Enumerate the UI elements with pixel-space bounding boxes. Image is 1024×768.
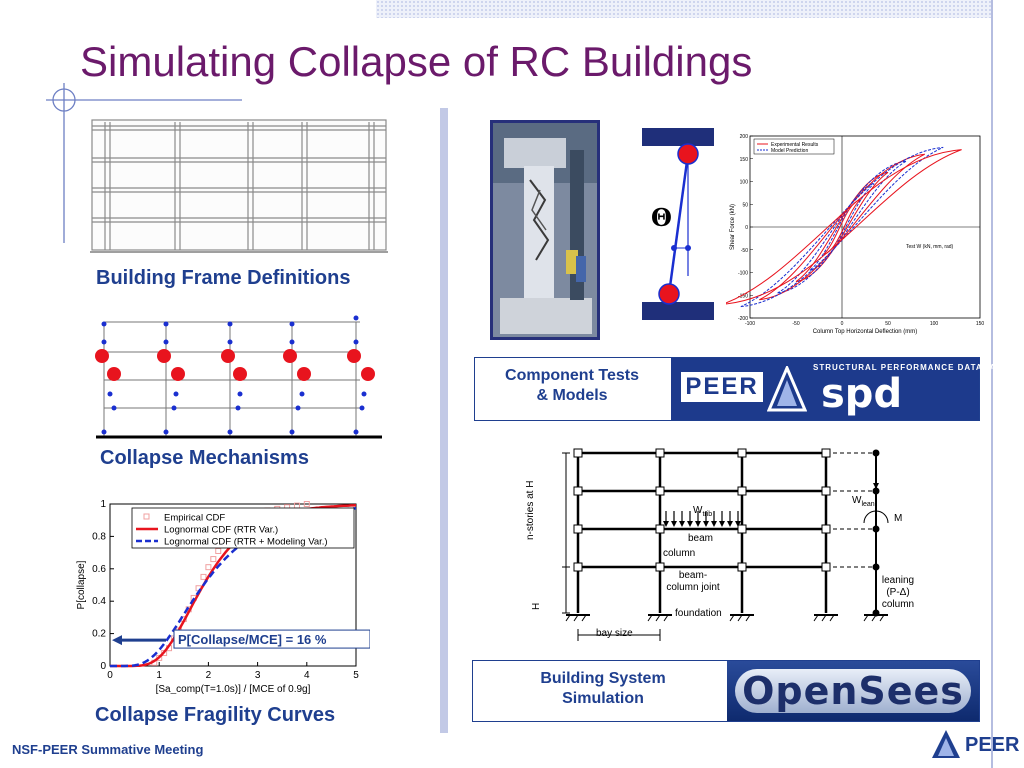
caption-fragility: Collapse Fragility Curves — [95, 704, 336, 726]
y-tick-label: 0 — [100, 661, 106, 672]
y-tick-label: 0.4 — [92, 596, 106, 607]
legend-box — [131, 507, 355, 549]
hyst-x-tick: 50 — [885, 321, 891, 327]
footer-meeting: NSF-PEER Summative Meeting — [12, 742, 204, 757]
y-tick-label: 0.8 — [92, 531, 106, 542]
hyst-test-label: Test W (kN, mm, rad) — [906, 244, 954, 250]
building-system-label: Building System Simulation — [540, 670, 666, 707]
hyst-loop — [740, 146, 944, 308]
peer-spd-logo: PEER STRUCTURAL PERFORMANCE DATABASE spd — [671, 358, 1008, 420]
beam-label: beam — [688, 533, 714, 544]
first-story-height-label: H — [531, 602, 542, 610]
hyst-loop — [823, 198, 863, 255]
opensees-logo: OpenSees — [727, 661, 979, 721]
triangle-logo-icon — [767, 366, 807, 412]
foundation-label: foundation — [675, 608, 722, 619]
hyst-x-label: Column Top Horizontal Deflection (mm) — [813, 329, 918, 335]
building-system-box: Building System Simulation OpenSees — [472, 660, 980, 722]
hyst-x-tick: 150 — [976, 321, 985, 327]
x-tick-label: 0 — [107, 670, 113, 681]
empirical-point — [210, 556, 217, 563]
w-trib-label: Wtrib — [693, 505, 713, 518]
peer-logo-text: PEER — [681, 372, 763, 402]
hyst-y-tick: 150 — [740, 157, 749, 163]
component-tests-label: Component Tests & Models — [505, 367, 639, 404]
legend-entry: Empirical CDF — [164, 513, 225, 524]
empirical-point — [205, 564, 212, 571]
hyst-y-tick: 0 — [745, 225, 748, 231]
hyst-legend-entry: Experimental Results — [771, 142, 819, 148]
legend-entry: Lognormal CDF (RTR Var.) — [164, 525, 278, 536]
x-tick-label: 1 — [156, 670, 162, 681]
crosshair-ornament — [46, 83, 242, 243]
hyst-y-tick: -150 — [738, 293, 748, 299]
hyst-y-tick: -200 — [738, 316, 748, 322]
leaning-column-label: leaning(P-Δ)column — [881, 575, 915, 610]
caption-frame: Building Frame Definitions — [96, 267, 351, 289]
beam-column-joint-label: beam-column joint — [666, 570, 720, 593]
y-axis-label: P[collapse] — [76, 560, 87, 609]
hyst-y-label: Shear Force (kN) — [730, 204, 736, 250]
theta-label: Θ — [651, 203, 672, 232]
caption-mechanisms: Collapse Mechanisms — [100, 447, 309, 469]
collapse-mechanisms-drawing — [95, 315, 382, 439]
moment-label: M — [894, 513, 903, 524]
hyst-y-tick: 200 — [740, 134, 749, 140]
building-frame-drawing — [90, 119, 388, 253]
frame-model-diagram — [562, 448, 889, 641]
x-tick-label: 4 — [304, 670, 310, 681]
hyst-x-tick: -100 — [745, 321, 755, 327]
top-band — [376, 0, 992, 18]
peer-triangle-icon — [932, 730, 960, 758]
spd-subtitle: STRUCTURAL PERFORMANCE DATABASE — [813, 363, 1009, 372]
hyst-y-tick: -100 — [738, 271, 748, 277]
y-tick-label: 0.6 — [92, 564, 106, 575]
hyst-loop — [758, 153, 926, 301]
peer-footer-logo: PEER — [965, 734, 1020, 756]
column-test-photo — [490, 120, 600, 340]
x-tick-label: 5 — [353, 670, 359, 681]
x-tick-label: 3 — [255, 670, 261, 681]
legend-entry: Lognormal CDF (RTR + Modeling Var.) — [164, 537, 328, 548]
w-lean-label: Wlean — [852, 495, 875, 508]
n-stories-label: n-stories at H — [525, 480, 536, 540]
right-edge-line — [991, 0, 993, 768]
hyst-legend-entry: Model Prediction — [771, 148, 808, 154]
bay-size-label: bay size — [596, 628, 633, 639]
opensees-logo-text: OpenSees — [735, 669, 971, 713]
x-axis-label: [Sa_comp(T=1.0s)] / [MCE of 0.9g] — [156, 684, 311, 694]
hyst-y-tick: 100 — [740, 180, 749, 186]
y-tick-label: 0.2 — [92, 629, 106, 640]
legend-swatch — [143, 513, 150, 520]
empirical-point — [303, 501, 310, 507]
page-title: Simulating Collapse of RC Buildings — [80, 38, 753, 85]
empirical-point — [200, 573, 207, 580]
hyst-x-tick: 100 — [930, 321, 939, 327]
component-tests-box: Component Tests & Models PEER STRUCTURAL… — [474, 357, 1008, 421]
hyst-x-tick: -50 — [792, 321, 799, 327]
empirical-point — [215, 547, 222, 554]
annotation-arrowhead — [112, 635, 122, 646]
y-tick-label: 1 — [100, 499, 106, 510]
column-divider — [440, 108, 448, 733]
hyst-loop — [726, 149, 962, 305]
hyst-y-tick: 50 — [742, 202, 748, 208]
annotation-box — [173, 629, 370, 649]
hyst-legend-box — [753, 138, 835, 155]
x-tick-label: 2 — [206, 670, 212, 681]
hyst-y-tick: -50 — [741, 248, 748, 254]
fragility-chart: 0 1 2 3 4 5 0 0.2 0.4 0.6 0.8 1 [Sa_comp(T=1.0s)] / … — [76, 499, 370, 694]
hyst-x-tick: 0 — [841, 321, 844, 327]
column-rotation-diagram — [642, 128, 714, 320]
spd-logo-text: spd — [821, 371, 903, 417]
column-label: column — [663, 548, 696, 559]
annotation-text: P[Collapse/MCE] = 16 % — [178, 632, 327, 647]
